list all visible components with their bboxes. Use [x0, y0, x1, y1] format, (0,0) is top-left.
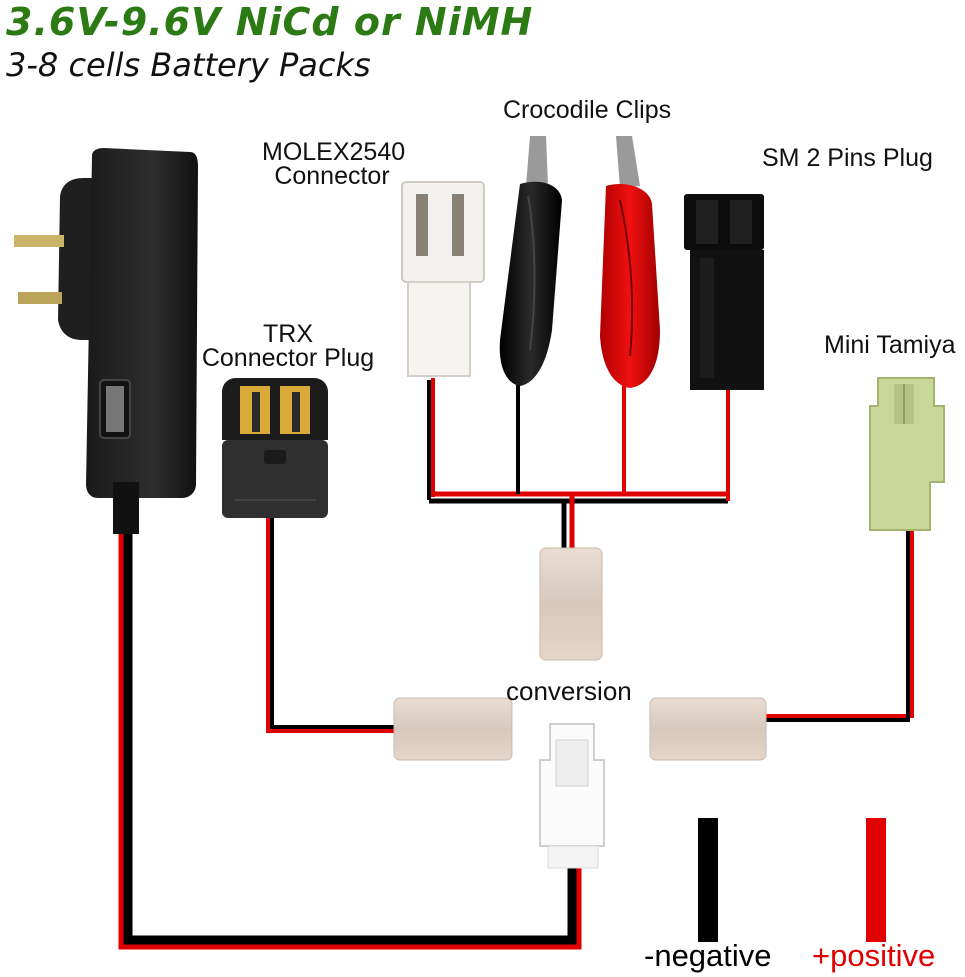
mini-tamiya-connector — [869, 377, 945, 531]
conversion-plug-top — [539, 547, 603, 661]
plug-prong-bottom — [18, 292, 62, 304]
mini-tamiya-cable — [765, 525, 914, 722]
label-molex: MOLEX2540 Connector — [262, 138, 406, 190]
label-trx: TRX Connector Plug — [196, 320, 380, 372]
legend-positive-bar — [866, 818, 886, 942]
label-trx-line2: Connector Plug — [201, 344, 375, 372]
sm-2pin-plug — [684, 194, 764, 390]
tamiya-female-plug — [539, 723, 605, 869]
label-molex-line2: Connector — [274, 162, 390, 190]
label-mini-tamiya: Mini Tamiya — [824, 331, 956, 359]
trx-cable — [266, 515, 395, 733]
label-sm-plug: SM 2 Pins Plug — [762, 144, 933, 172]
plug-prong-top — [14, 235, 64, 247]
strain-relief — [113, 482, 139, 534]
page-subtitle: 3-8 cells Battery Packs — [6, 46, 371, 84]
wall-adapter — [14, 148, 198, 534]
conversion-plug-left — [393, 697, 513, 761]
label-crocodile-clips: Crocodile Clips — [503, 96, 672, 124]
crocodile-clip-black — [499, 136, 562, 386]
conversion-plug-right — [649, 697, 767, 761]
legend-negative-bar — [698, 818, 718, 942]
adapter-cable — [118, 530, 582, 950]
label-trx-line1: TRX — [263, 320, 313, 348]
harness-bus — [427, 378, 730, 552]
crocodile-clip-red — [600, 136, 660, 388]
legend-positive-label: +positive — [812, 938, 936, 973]
trx-connector — [222, 378, 328, 518]
label-molex-line1: MOLEX2540 — [262, 138, 406, 166]
legend-negative-label: -negative — [644, 938, 772, 973]
wires — [118, 378, 914, 950]
page-title: 3.6V-9.6V NiCd or NiMH — [6, 0, 534, 44]
label-conversion: conversion — [506, 676, 632, 706]
molex2540-connector — [401, 181, 485, 377]
